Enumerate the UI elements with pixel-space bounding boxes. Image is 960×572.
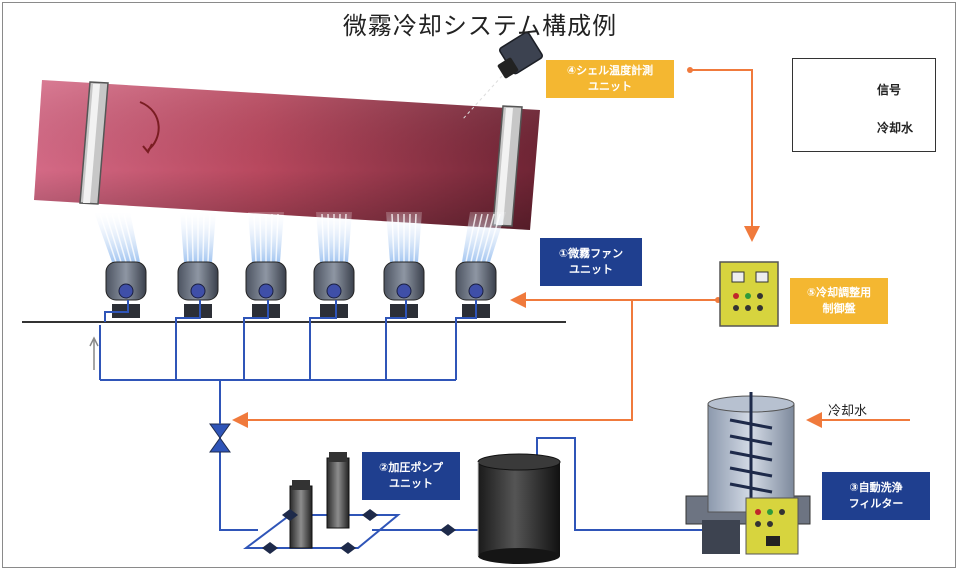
rotary-drum xyxy=(34,80,540,230)
control-panel-label: ⑤冷却調整用 制御盤 xyxy=(790,278,888,324)
cooling-water-inlet-label: 冷却水 xyxy=(828,404,868,419)
mist-fan-icon xyxy=(383,212,425,318)
label-line: ①微霧ファン xyxy=(558,247,624,260)
legend-box: 信号 冷却水 xyxy=(792,58,936,152)
legend-cooling-water-label: 冷却水 xyxy=(877,121,914,135)
pump-unit-label: ②加圧ポンプ ユニット xyxy=(362,452,460,500)
pump-unit-icon xyxy=(243,452,456,554)
control-panel-icon xyxy=(719,261,779,327)
auto-wash-filter-icon xyxy=(685,392,811,555)
label-line: ⑤冷却調整用 xyxy=(806,286,872,299)
mist-fan-icon xyxy=(245,212,287,318)
label-line: ユニット xyxy=(389,477,433,490)
label-line: フィルター xyxy=(848,497,904,510)
temperature-sensor-icon xyxy=(461,31,543,121)
signal-lines xyxy=(232,67,910,428)
mist-fan-units xyxy=(94,212,506,318)
control-valve-icon xyxy=(209,405,231,453)
mist-fan-icon xyxy=(94,212,147,318)
label-line: ユニット xyxy=(569,263,613,276)
legend-signal-label: 信号 xyxy=(877,83,902,97)
shell-temp-unit-label: ④シェル温度計測 ユニット xyxy=(546,60,674,98)
label-line: ②加圧ポンプ xyxy=(379,461,443,474)
label-line: 制御盤 xyxy=(822,302,856,315)
label-line: ユニット xyxy=(588,80,632,93)
label-line: ④シェル温度計測 xyxy=(566,64,654,77)
label-line: ③自動洗浄 xyxy=(849,481,903,494)
mist-fan-icon xyxy=(455,212,506,318)
mist-fan-icon xyxy=(313,212,355,318)
mist-fan-icon xyxy=(177,212,219,318)
mist-fan-unit-label: ①微霧ファン ユニット xyxy=(540,238,642,286)
auto-wash-filter-label: ③自動洗浄 フィルター xyxy=(822,472,930,520)
water-tank-icon xyxy=(477,453,561,564)
page-title: 微霧冷却システム構成例 xyxy=(342,12,618,40)
